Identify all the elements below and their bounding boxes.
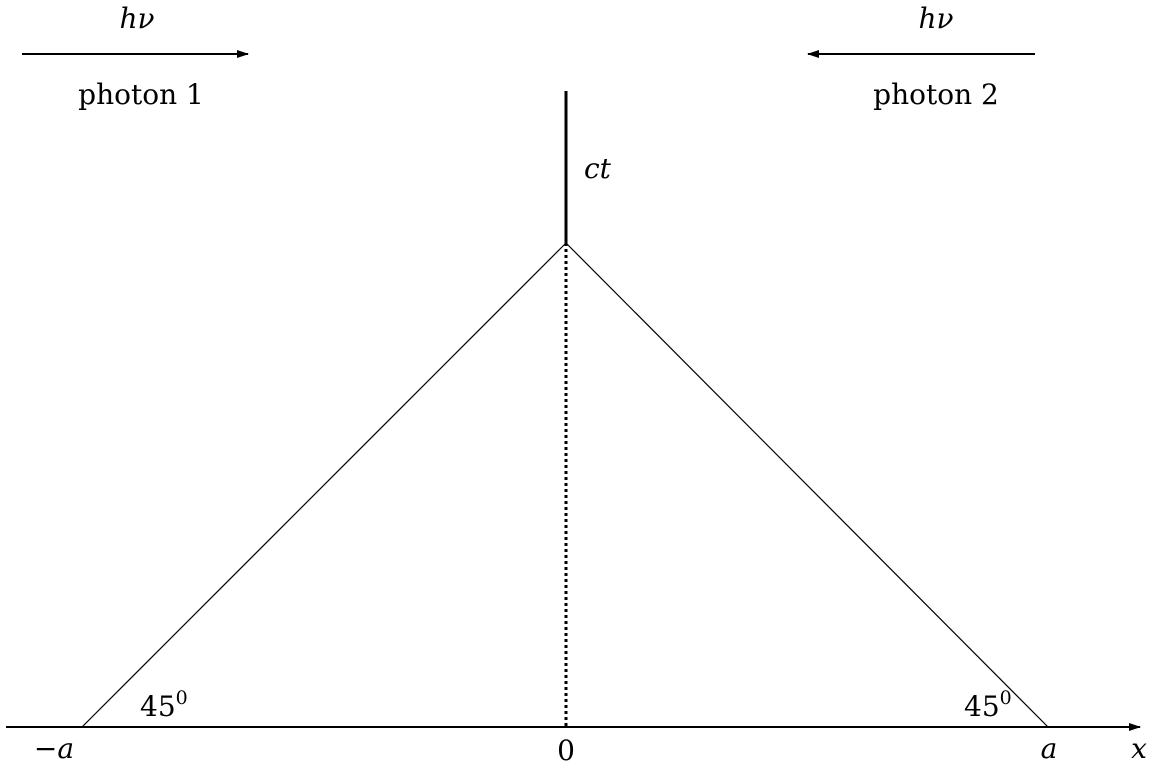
photon-2-label: photon 2 <box>873 78 999 111</box>
left-point-label: −a <box>34 732 74 765</box>
origin-label: 0 <box>557 734 575 767</box>
photon-1-label: photon 1 <box>78 78 204 111</box>
right-angle-label: 450 <box>964 687 1012 723</box>
photon-2-worldline <box>565 242 1049 728</box>
photon-1-worldline <box>81 242 567 728</box>
ct-axis-label: ct <box>584 152 612 185</box>
x-axis-label: x <box>1131 732 1147 765</box>
photon-1-energy: hν <box>119 2 154 35</box>
left-angle-label: 450 <box>140 687 188 723</box>
right-point-label: a <box>1041 732 1058 765</box>
photon-2-energy: hν <box>918 2 953 35</box>
